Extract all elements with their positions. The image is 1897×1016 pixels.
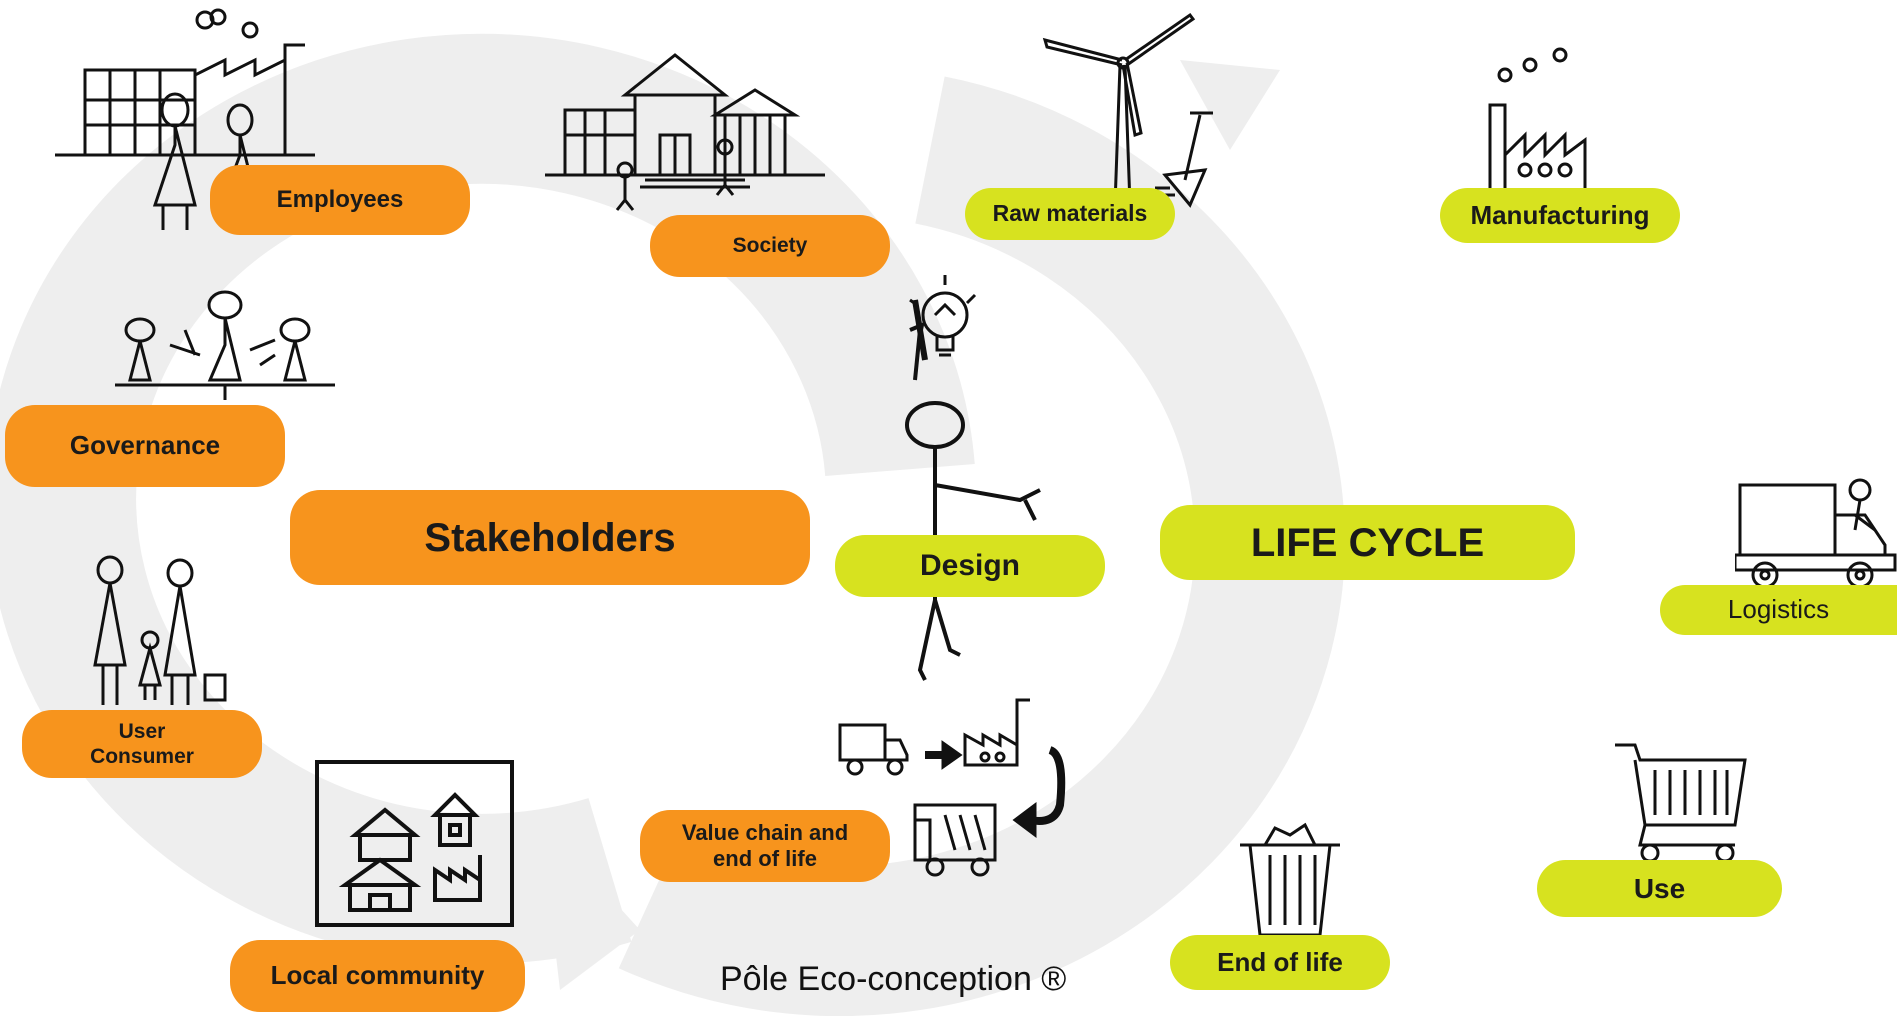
stakeholders-title-pill: Stakeholders bbox=[290, 490, 810, 585]
right-loop-arc bbox=[618, 76, 1345, 1016]
local-community-label: Local community bbox=[270, 960, 485, 991]
value-chain-sketch bbox=[835, 695, 1075, 885]
logistics-truck-sketch bbox=[1735, 475, 1897, 600]
use-pill: Use bbox=[1537, 860, 1782, 917]
employees-pill: Employees bbox=[210, 165, 470, 235]
left-loop-arc bbox=[0, 33, 975, 964]
employees-label: Employees bbox=[276, 185, 404, 213]
local-community-pill: Local community bbox=[230, 940, 525, 1012]
logistics-label: Logistics bbox=[1727, 594, 1830, 625]
designer-figure-sketch bbox=[860, 270, 1070, 690]
manufacturing-label: Manufacturing bbox=[1470, 199, 1650, 230]
left-loop-arrowhead bbox=[540, 820, 640, 990]
local-community-sketch bbox=[315, 760, 515, 930]
society-label: Society bbox=[732, 234, 808, 258]
right-loop-arrowhead bbox=[1180, 60, 1280, 150]
raw-materials-label: Raw materials bbox=[992, 200, 1148, 227]
end-of-life-pill: End of life bbox=[1170, 935, 1390, 990]
employees-factory-sketch bbox=[55, 5, 355, 235]
manufacturing-pill: Manufacturing bbox=[1440, 188, 1680, 243]
design-pill: Design bbox=[835, 535, 1105, 597]
value-chain-pill: Value chain and end of life bbox=[640, 810, 890, 882]
lightbulb-icon bbox=[905, 275, 985, 375]
end-of-life-trash-can-sketch bbox=[1235, 820, 1345, 940]
value-chain-label-line2: end of life bbox=[713, 846, 817, 871]
value-chain-label-line1: Value chain and bbox=[681, 819, 849, 845]
life-cycle-title-pill: LIFE CYCLE bbox=[1160, 505, 1575, 580]
manufacturing-factory-sketch bbox=[1480, 45, 1610, 195]
stakeholders-title-text: Stakeholders bbox=[424, 515, 676, 560]
life-cycle-title: LIFE CYCLE bbox=[1250, 520, 1485, 565]
governance-group-sketch bbox=[110, 285, 340, 405]
logistics-pill: Logistics bbox=[1660, 585, 1897, 635]
use-label: Use bbox=[1633, 872, 1686, 904]
raw-materials-pill: Raw materials bbox=[965, 188, 1175, 240]
governance-pill: Governance bbox=[5, 405, 285, 487]
governance-label: Governance bbox=[69, 430, 221, 461]
user-consumer-pill: User Consumer bbox=[22, 710, 262, 778]
society-building-sketch bbox=[545, 35, 835, 215]
end-of-life-label: End of life bbox=[1217, 946, 1343, 977]
user-label: User bbox=[118, 719, 166, 743]
user-consumer-family-sketch bbox=[75, 555, 245, 715]
use-shopping-cart-sketch bbox=[1605, 735, 1755, 865]
consumer-label: Consumer bbox=[90, 745, 194, 768]
society-pill: Society bbox=[650, 215, 890, 277]
credit-text: Pôle Eco-conception ® bbox=[720, 960, 1067, 998]
design-label: Design bbox=[919, 549, 1021, 582]
